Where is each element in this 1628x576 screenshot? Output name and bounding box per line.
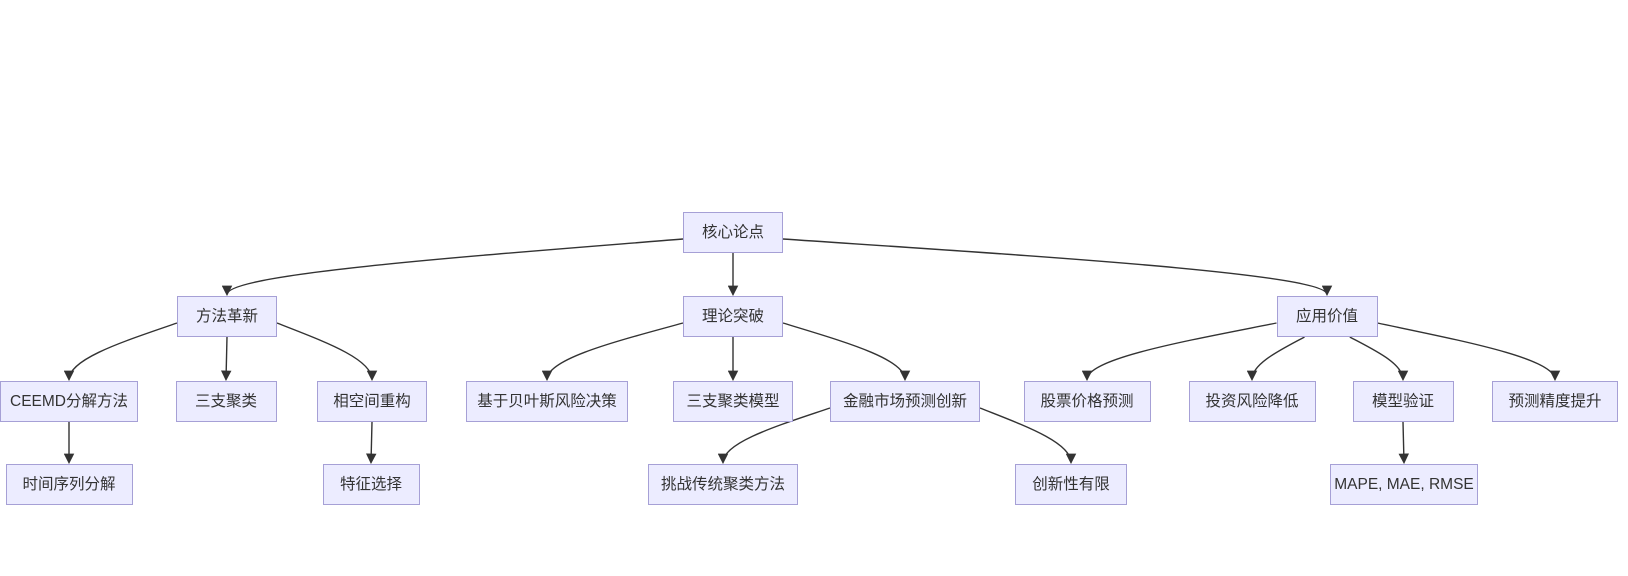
node-financial-market-forecast-innovation: 金融市场预测创新 xyxy=(830,381,980,422)
node-label: 应用价值 xyxy=(1295,307,1358,325)
node-label: 核心论点 xyxy=(701,223,764,241)
node-label: 特征选择 xyxy=(339,475,402,493)
edge-financial-market-forecast-innovation--challenge-traditional-clustering xyxy=(717,407,831,465)
node-feature-selection: 特征选择 xyxy=(322,464,420,505)
edge-application-value--stock-price-prediction xyxy=(1081,322,1277,382)
edge-phase-space-reconstruction--feature-selection xyxy=(365,421,377,465)
edge-financial-market-forecast-innovation--limited-novelty xyxy=(979,407,1077,465)
node-label: 股票价格预测 xyxy=(1040,392,1134,410)
node-label: 投资风险降低 xyxy=(1205,392,1299,410)
node-time-series-decomposition: 时间序列分解 xyxy=(5,464,133,505)
node-label: CEEMD分解方法 xyxy=(10,392,128,410)
node-phase-space-reconstruction: 相空间重构 xyxy=(317,381,427,422)
node-bayesian-risk-decision: 基于贝叶斯风险决策 xyxy=(466,381,628,422)
node-application-value: 应用价值 xyxy=(1276,296,1378,337)
node-label: 金融市场预测创新 xyxy=(842,392,967,410)
node-label: MAPE, MAE, RMSE xyxy=(1334,475,1474,493)
node-core-thesis: 核心论点 xyxy=(683,212,783,253)
edge-method-innovation--ceemd-decomposition xyxy=(63,322,178,382)
node-label: 理论突破 xyxy=(701,307,764,325)
edge-core-thesis--application-value xyxy=(782,238,1333,297)
edge-application-value--investment-risk-reduction xyxy=(1246,336,1305,382)
edge-model-validation--evaluation-metrics xyxy=(1398,421,1410,465)
node-method-innovation: 方法革新 xyxy=(177,296,277,337)
node-label: 方法革新 xyxy=(195,307,258,325)
node-label: 三支聚类 xyxy=(194,392,257,410)
node-label: 挑战传统聚类方法 xyxy=(660,475,785,493)
node-ceemd-decomposition: CEEMD分解方法 xyxy=(0,381,138,422)
edge-theory-breakthrough--bayesian-risk-decision xyxy=(541,322,684,382)
edge-method-innovation--phase-space-reconstruction xyxy=(276,322,378,382)
node-stock-price-prediction: 股票价格预测 xyxy=(1023,381,1151,422)
node-investment-risk-reduction: 投资风险降低 xyxy=(1188,381,1316,422)
node-label: 预测精度提升 xyxy=(1508,392,1602,410)
node-label: 模型验证 xyxy=(1371,392,1434,410)
node-evaluation-metrics: MAPE, MAE, RMSE xyxy=(1330,464,1478,505)
node-forecast-accuracy-improvement: 预测精度提升 xyxy=(1492,381,1618,422)
node-challenge-traditional-clustering: 挑战传统聚类方法 xyxy=(648,464,798,505)
node-label: 创新性有限 xyxy=(1032,475,1110,493)
node-label: 相空间重构 xyxy=(333,392,411,410)
edge-method-innovation--three-way-clustering xyxy=(220,336,232,382)
node-three-way-clustering-model: 三支聚类模型 xyxy=(673,381,793,422)
node-three-way-clustering: 三支聚类 xyxy=(175,381,277,422)
node-theory-breakthrough: 理论突破 xyxy=(683,296,783,337)
node-label: 基于贝叶斯风险决策 xyxy=(477,392,617,410)
node-limited-novelty: 创新性有限 xyxy=(1015,464,1127,505)
edge-application-value--forecast-accuracy-improvement xyxy=(1377,322,1561,382)
node-label: 时间序列分解 xyxy=(22,475,116,493)
node-model-validation: 模型验证 xyxy=(1352,381,1454,422)
node-label: 三支聚类模型 xyxy=(686,392,780,410)
edge-application-value--model-validation xyxy=(1349,336,1409,382)
edge-theory-breakthrough--financial-market-forecast-innovation xyxy=(782,322,911,382)
edge-core-thesis--method-innovation xyxy=(221,238,684,297)
